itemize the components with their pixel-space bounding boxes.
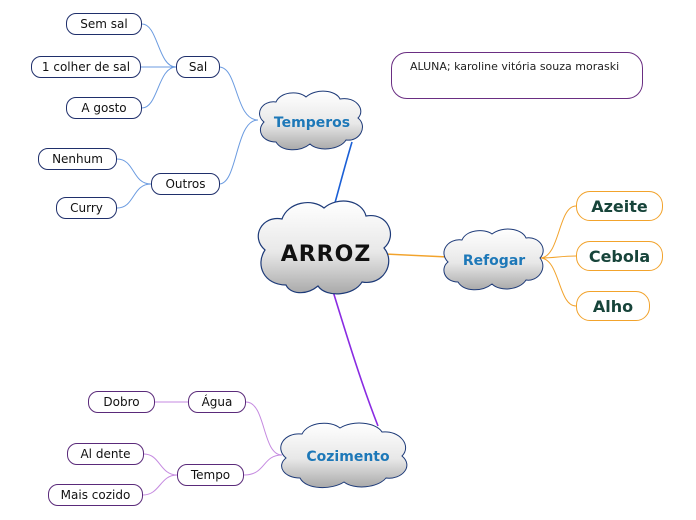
node-curry-label: Curry xyxy=(70,201,103,215)
topic-refogar[interactable]: Refogar xyxy=(443,228,544,291)
node-dobro[interactable]: Dobro xyxy=(88,391,155,413)
node-tempo-label: Tempo xyxy=(190,468,231,482)
node-outros[interactable]: Outros xyxy=(151,173,220,195)
temperos-cloud-shape xyxy=(259,90,363,151)
connector-central-refogar xyxy=(384,253,449,258)
central-topic-cloud[interactable]: ARROZ xyxy=(257,200,392,295)
connector-outros-curry xyxy=(116,183,152,209)
connector-cozimento-agua xyxy=(245,401,283,456)
connector-refogar-alho xyxy=(539,257,577,307)
node-nenhum[interactable]: Nenhum xyxy=(38,148,117,170)
connector-tempo-maiscozido xyxy=(142,474,178,496)
node-azeite-label: Azeite xyxy=(591,196,648,216)
node-tempo[interactable]: Tempo xyxy=(177,464,244,486)
node-azeite[interactable]: Azeite xyxy=(576,191,663,221)
node-agua[interactable]: Água xyxy=(188,391,246,413)
node-sal[interactable]: Sal xyxy=(176,56,220,78)
node-1-colher-de-sal[interactable]: 1 colher de sal xyxy=(31,56,141,78)
node-al-dente[interactable]: Al dente xyxy=(67,443,144,465)
topic-cozimento[interactable]: Cozimento xyxy=(280,422,408,488)
node-nenhum-label: Nenhum xyxy=(52,152,103,166)
cozimento-cloud-shape xyxy=(280,422,408,488)
node-alho[interactable]: Alho xyxy=(576,291,650,321)
node-1-colher-de-sal-label: 1 colher de sal xyxy=(41,60,131,74)
node-curry[interactable]: Curry xyxy=(56,197,117,219)
connector-refogar-cebola xyxy=(539,255,577,259)
connector-refogar-azeite xyxy=(539,205,577,259)
connector-outros-nenhum xyxy=(116,158,152,185)
refogar-cloud-shape xyxy=(443,228,544,291)
connector-cozimento-tempo xyxy=(243,454,283,476)
node-agua-label: Água xyxy=(201,395,233,409)
connector-central-cozimento xyxy=(331,287,379,427)
connector-sal-semsal xyxy=(141,23,177,68)
node-al-dente-label: Al dente xyxy=(80,447,131,461)
temperos-label: Temperos xyxy=(274,115,350,131)
node-sal-label: Sal xyxy=(188,60,208,74)
node-a-gosto[interactable]: A gosto xyxy=(66,97,142,119)
node-outros-label: Outros xyxy=(165,177,206,191)
refogar-label: Refogar xyxy=(463,253,525,269)
node-cebola[interactable]: Cebola xyxy=(576,241,663,271)
central-cloud-shape xyxy=(257,200,392,295)
node-mais-cozido-label: Mais cozido xyxy=(60,488,131,502)
node-sem-sal-label: Sem sal xyxy=(80,17,128,31)
student-note-text: ALUNA; karoline vitória souza moraski xyxy=(410,60,620,73)
node-mais-cozido[interactable]: Mais cozido xyxy=(48,484,143,506)
connector-sal-gosto xyxy=(141,66,177,109)
node-alho-label: Alho xyxy=(592,296,634,316)
node-cebola-label: Cebola xyxy=(588,246,651,266)
cozimento-label: Cozimento xyxy=(306,449,390,465)
connector-tempo-aldente xyxy=(143,453,178,476)
node-sem-sal[interactable]: Sem sal xyxy=(66,13,142,35)
connector-central-temperos xyxy=(332,141,353,211)
node-dobro-label: Dobro xyxy=(103,395,140,409)
connector-temperos-sal xyxy=(218,66,259,121)
node-a-gosto-label: A gosto xyxy=(81,101,127,115)
central-topic-label: ARROZ xyxy=(281,242,372,267)
student-note: ALUNA; karoline vitória souza moraski xyxy=(391,52,643,99)
topic-temperos[interactable]: Temperos xyxy=(259,90,363,151)
connector-temperos-outros xyxy=(218,119,259,185)
